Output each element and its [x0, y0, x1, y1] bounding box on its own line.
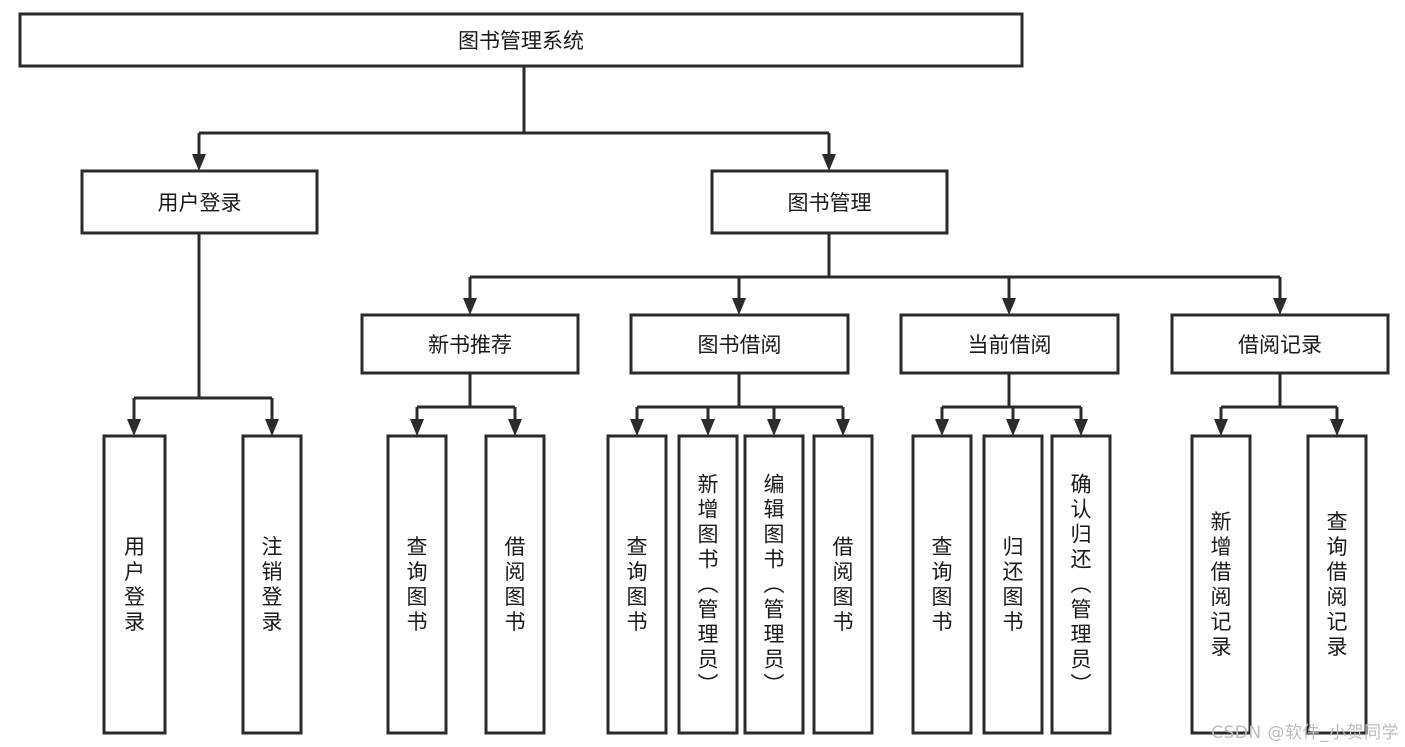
edge-arrowhead [1273, 298, 1287, 315]
node-leaf-add-book[interactable]: 新增图书︵管理员︶ [677, 434, 739, 735]
edge-arrowhead [630, 419, 644, 436]
node-box[interactable] [710, 169, 949, 235]
node-leaf-edit-book[interactable]: 编辑图书︵管理员︶ [743, 434, 805, 735]
node-box[interactable] [899, 313, 1120, 375]
node-box[interactable] [360, 313, 580, 375]
node-label: 新增图书︵管理员︶ [698, 473, 719, 697]
node-book-borrow[interactable]: 图书借阅 [629, 313, 850, 375]
node-box[interactable] [1170, 313, 1390, 375]
node-label: 查询图书 [627, 535, 648, 634]
node-label: 注销登录 [262, 535, 283, 634]
node-label: 新书推荐 [428, 333, 512, 357]
edge-edge-currentborrow-bus [942, 373, 1081, 409]
node-box[interactable] [241, 434, 303, 735]
node-leaf-logout[interactable]: 注销登录 [241, 434, 303, 735]
edge-arrowhead [836, 419, 850, 436]
edge-arrowhead [127, 419, 141, 436]
edge-edge-bookborrow-bus [637, 373, 843, 409]
node-label: 借阅记录 [1238, 333, 1322, 357]
node-label: 当前借阅 [968, 333, 1052, 357]
node-label: 用户登录 [158, 191, 242, 215]
edge-edge-root-bus [199, 66, 829, 135]
node-box[interactable] [606, 434, 668, 735]
node-label: 编辑图书︵管理员︶ [764, 473, 785, 697]
edge-arrowhead [265, 419, 279, 436]
node-box[interactable] [911, 434, 973, 735]
edge-arrowhead [767, 419, 781, 436]
edge-arrowhead [1002, 298, 1016, 315]
node-label: 查询借阅记录 [1327, 510, 1348, 659]
node-box[interactable] [677, 434, 739, 735]
edge-arrowhead [192, 154, 206, 171]
node-label: 借阅图书 [833, 535, 854, 634]
node-box[interactable] [102, 434, 167, 735]
edge-layer [127, 66, 1344, 436]
edge-arrowhead [822, 154, 836, 171]
node-label: 用户登录 [124, 535, 145, 634]
node-book-management[interactable]: 图书管理 [710, 169, 949, 235]
node-box[interactable] [1050, 434, 1112, 735]
edge-arrowhead [508, 419, 522, 436]
node-label: 查询图书 [407, 535, 428, 634]
edge-arrowhead [935, 419, 949, 436]
node-box[interactable] [18, 12, 1024, 68]
node-label: 图书管理 [788, 191, 872, 215]
node-leaf-confirm-return[interactable]: 确认归还︵管理员︶ [1050, 434, 1112, 735]
node-box[interactable] [386, 434, 448, 735]
edge-arrowhead [1074, 419, 1088, 436]
node-label: 图书管理系统 [458, 29, 584, 53]
node-box[interactable] [484, 434, 546, 735]
node-leaf-return-book[interactable]: 归还图书 [982, 434, 1044, 735]
node-current-borrow[interactable]: 当前借阅 [899, 313, 1120, 375]
edge-arrowhead [732, 298, 746, 315]
node-label: 图书借阅 [698, 333, 782, 357]
node-box[interactable] [982, 434, 1044, 735]
node-label: 归还图书 [1003, 535, 1024, 634]
node-leaf-query-book-current[interactable]: 查询图书 [911, 434, 973, 735]
edge-edge-newbook-bus [417, 373, 515, 409]
node-leaf-user-login[interactable]: 用户登录 [102, 434, 167, 735]
node-layer: 图书管理系统用户登录图书管理新书推荐图书借阅当前借阅借阅记录用户登录注销登录查询… [18, 12, 1390, 735]
node-root[interactable]: 图书管理系统 [18, 12, 1024, 68]
node-user-login[interactable]: 用户登录 [80, 169, 319, 235]
edge-arrowhead [1006, 419, 1020, 436]
node-label: 新增借阅记录 [1211, 510, 1232, 659]
node-leaf-query-book-new[interactable]: 查询图书 [386, 434, 448, 735]
node-leaf-borrow-book-new[interactable]: 借阅图书 [484, 434, 546, 735]
node-label: 借阅图书 [505, 535, 526, 634]
node-leaf-query-record[interactable]: 查询借阅记录 [1306, 434, 1368, 735]
node-leaf-borrow-book[interactable]: 借阅图书 [812, 434, 874, 735]
edge-arrowhead [701, 419, 715, 436]
edge-arrowhead [463, 298, 477, 315]
edge-edge-userlogin-bus [134, 233, 272, 400]
node-label: 确认归还︵管理员︶ [1071, 473, 1092, 697]
edge-arrowhead [1214, 419, 1228, 436]
node-box[interactable] [812, 434, 874, 735]
node-box[interactable] [743, 434, 805, 735]
node-label: 查询图书 [932, 535, 953, 634]
node-box[interactable] [80, 169, 319, 235]
edge-arrowhead [410, 419, 424, 436]
node-leaf-query-book-borrow[interactable]: 查询图书 [606, 434, 668, 735]
node-leaf-add-record[interactable]: 新增借阅记录 [1190, 434, 1252, 735]
node-borrow-record[interactable]: 借阅记录 [1170, 313, 1390, 375]
node-new-book-recommend[interactable]: 新书推荐 [360, 313, 580, 375]
node-box[interactable] [1306, 434, 1368, 735]
edge-edge-bookmgmt-bus [470, 233, 1280, 279]
node-box[interactable] [629, 313, 850, 375]
csdn-watermark: CSDN @软件_小贺同学 [1211, 723, 1399, 743]
edge-edge-borrowrecord-bus [1221, 373, 1337, 409]
node-box[interactable] [1190, 434, 1252, 735]
edge-arrowhead [1330, 419, 1344, 436]
